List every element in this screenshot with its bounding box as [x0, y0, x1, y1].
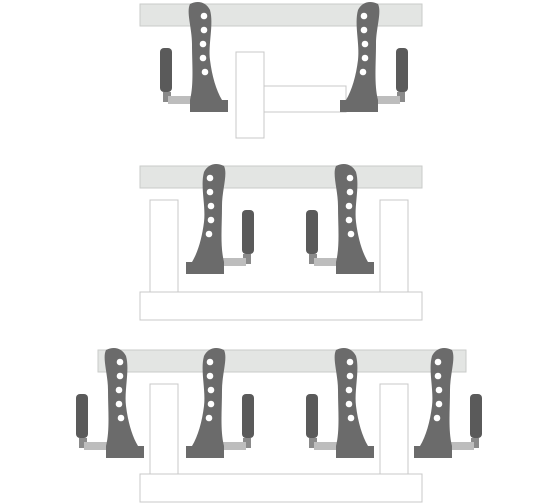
panel-middle [139, 164, 423, 321]
u-frame-workpiece [139, 199, 423, 321]
round-bar-workpiece [235, 51, 347, 139]
panel-bottom [76, 348, 482, 503]
double-frame-workpiece [139, 383, 423, 503]
rail-bar [139, 3, 423, 27]
rail-bar [97, 349, 467, 373]
panel-top [139, 2, 423, 139]
rail-bar [139, 165, 423, 189]
